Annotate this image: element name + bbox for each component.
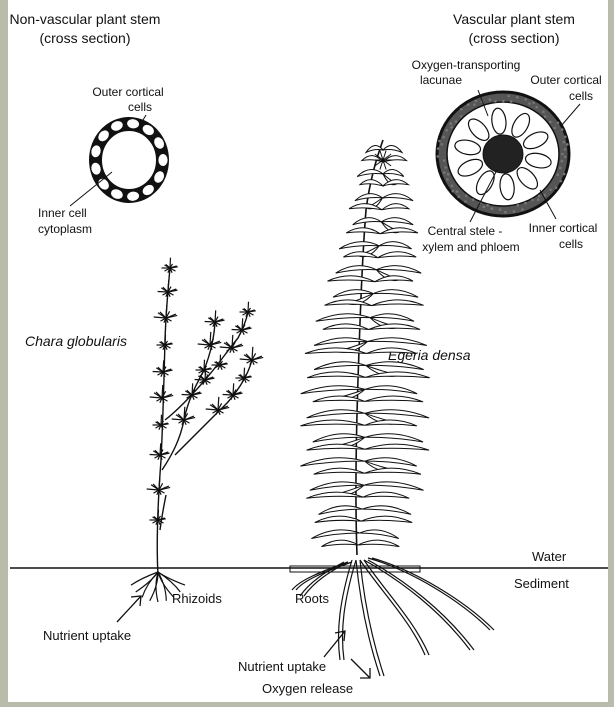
outer-cell-dot	[443, 159, 446, 162]
chara-species-label: Chara globularis	[25, 333, 127, 349]
outer-cell-dot	[467, 103, 470, 106]
outer-cell-dot	[483, 206, 486, 209]
nonvascular-title-line2: (cross section)	[39, 30, 130, 46]
outer-cell-dot	[507, 95, 510, 98]
oxygen-release-label: Oxygen release	[262, 681, 353, 696]
outer-cell-dot	[563, 141, 566, 144]
outer-cell-dot	[464, 200, 467, 203]
outer-cell-dot	[531, 199, 534, 202]
outer-cell-dot	[553, 127, 556, 130]
outer-cell-dot	[442, 136, 445, 139]
sediment-label: Sediment	[514, 576, 569, 591]
outer-cell-dot	[444, 166, 447, 169]
outer-cell-dot	[524, 98, 527, 101]
nonvascular-inner-line2: cytoplasm	[38, 222, 92, 236]
outer-cell-dot	[437, 155, 440, 158]
outer-cell-dot	[564, 148, 567, 151]
vascular-outer-cells-line1: Outer cortical	[530, 73, 601, 87]
vascular-inner-cells-line2: cells	[559, 237, 583, 251]
outer-cell-dot	[566, 143, 569, 146]
outer-cell-dot	[542, 110, 545, 113]
outer-cell-dot	[460, 108, 463, 111]
vascular-stele-line1: Central stele -	[428, 224, 503, 238]
outer-cell-dot	[465, 195, 468, 198]
outer-cell-dot	[486, 204, 489, 207]
vascular-stele-line2: xylem and phloem	[422, 240, 519, 254]
outer-cell-dot	[561, 153, 564, 156]
outer-cell-dot	[559, 180, 562, 183]
outer-cell-dot	[559, 167, 562, 170]
outer-cell-dot	[521, 208, 524, 211]
outer-cell-dot	[564, 156, 567, 159]
outer-cell-dot	[532, 101, 535, 104]
outer-cell-dot	[513, 210, 516, 213]
outer-cell-dot	[475, 100, 478, 103]
outer-cell-dot	[489, 98, 492, 101]
outer-cell-dot	[510, 100, 513, 103]
outer-cell-dot	[494, 100, 497, 103]
outer-cell-dot	[549, 189, 552, 192]
outer-cell-dot	[450, 126, 453, 129]
rhizoids-label: Rhizoids	[172, 591, 222, 606]
outer-cell-dot	[450, 122, 453, 125]
nonvascular-outer-cells-line2: cells	[128, 100, 152, 114]
outer-cell-dot	[517, 204, 520, 207]
nonvascular-outer-cells-line1: Outer cortical	[92, 85, 163, 99]
outer-cell-dot	[457, 195, 460, 198]
water-label: Water	[532, 549, 567, 564]
outer-cell-dot	[451, 185, 454, 188]
outer-cell-dot	[528, 102, 531, 105]
outer-cell-dot	[563, 173, 566, 176]
outer-cell-dot	[440, 143, 443, 146]
outer-cell-dot	[472, 198, 475, 201]
vascular-lacunae-line2: lacunae	[420, 73, 462, 87]
outer-cell-dot	[452, 190, 455, 193]
outer-cell-dot	[438, 140, 441, 143]
outer-cell-dot	[524, 202, 527, 205]
outer-cell-dot	[446, 178, 449, 181]
nonvascular-title-line1: Non-vascular plant stem	[10, 11, 161, 27]
outer-cell-dot	[443, 171, 446, 174]
outer-cell-dot	[491, 207, 494, 210]
outer-cell-dot	[499, 208, 502, 211]
vascular-title-line1: Vascular plant stem	[453, 11, 575, 27]
outer-cell-dot	[561, 128, 564, 131]
outer-cell-dot	[460, 115, 463, 118]
outer-cell-dot	[445, 129, 448, 132]
outer-cell-dot	[456, 190, 459, 193]
outer-cell-dot	[473, 103, 476, 106]
outer-cell-dot	[561, 160, 564, 163]
outer-cell-dot	[556, 173, 559, 176]
outer-cell-dot	[447, 173, 450, 176]
outer-cell-dot	[437, 147, 440, 150]
outer-cell-dot	[535, 106, 538, 109]
roots-label: Roots	[295, 591, 329, 606]
cortical-cell	[158, 154, 167, 166]
outer-cell-dot	[555, 186, 558, 189]
outer-cell-dot	[537, 199, 540, 202]
outer-cell-dot	[455, 120, 458, 123]
vascular-inner-cells-line1: Inner cortical	[529, 221, 598, 235]
outer-cell-dot	[538, 195, 541, 198]
nonvascular-inner-line1: Inner cell	[38, 206, 87, 220]
egeria-node	[290, 566, 420, 572]
nonvascular-cross-section	[89, 117, 169, 203]
outer-cell-dot	[549, 121, 552, 124]
nutrient-uptake-right-label: Nutrient uptake	[238, 659, 326, 674]
vascular-outer-cells-line2: cells	[569, 89, 593, 103]
vascular-title-line2: (cross section)	[468, 30, 559, 46]
outer-cell-dot	[557, 122, 560, 125]
outer-cell-dot	[504, 211, 507, 214]
nutrient-uptake-left-label: Nutrient uptake	[43, 628, 131, 643]
outer-cell-dot	[502, 100, 505, 103]
vascular-lacunae-line1: Oxygen-transporting	[412, 58, 521, 72]
outer-cell-dot	[544, 115, 547, 118]
outer-cell-dot	[516, 96, 519, 99]
outer-cell-dot	[564, 136, 567, 139]
vascular-cross-section	[437, 92, 569, 216]
